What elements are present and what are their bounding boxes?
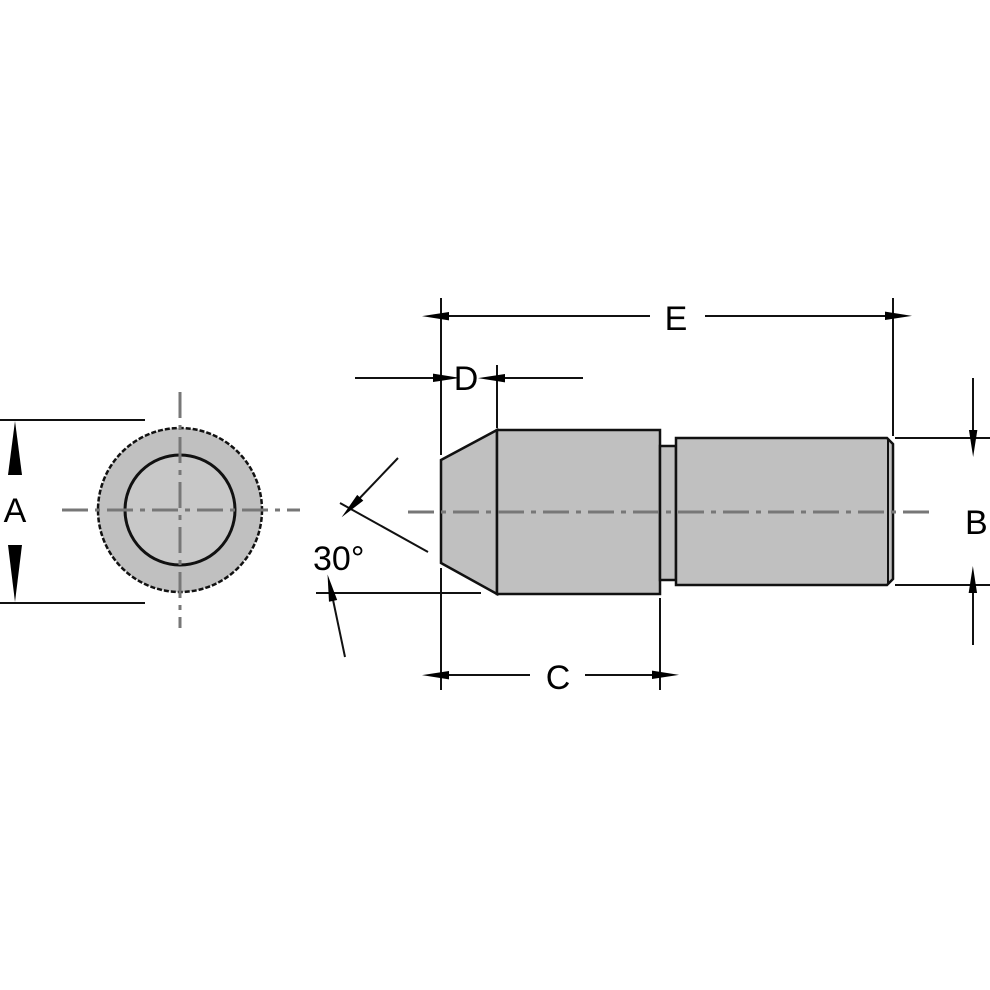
dim-e-label: E bbox=[665, 300, 688, 338]
dim-b: B bbox=[895, 378, 990, 645]
end-view: A bbox=[0, 392, 300, 628]
angle-label: 30° bbox=[313, 540, 364, 578]
dim-a-arrow-up bbox=[8, 421, 22, 475]
dim-angle: 30° bbox=[313, 457, 481, 658]
angle-arrow-bottom bbox=[327, 574, 346, 658]
dim-b-label: B bbox=[965, 504, 988, 542]
angle-arrow-top bbox=[341, 457, 399, 518]
side-view bbox=[408, 427, 935, 597]
dim-d: D bbox=[355, 360, 583, 428]
dim-a-arrow-down bbox=[8, 545, 22, 602]
dim-c: C bbox=[422, 568, 679, 697]
dim-c-label: C bbox=[546, 659, 571, 697]
dim-d-label: D bbox=[454, 360, 479, 398]
dim-a-label: A bbox=[4, 492, 27, 530]
